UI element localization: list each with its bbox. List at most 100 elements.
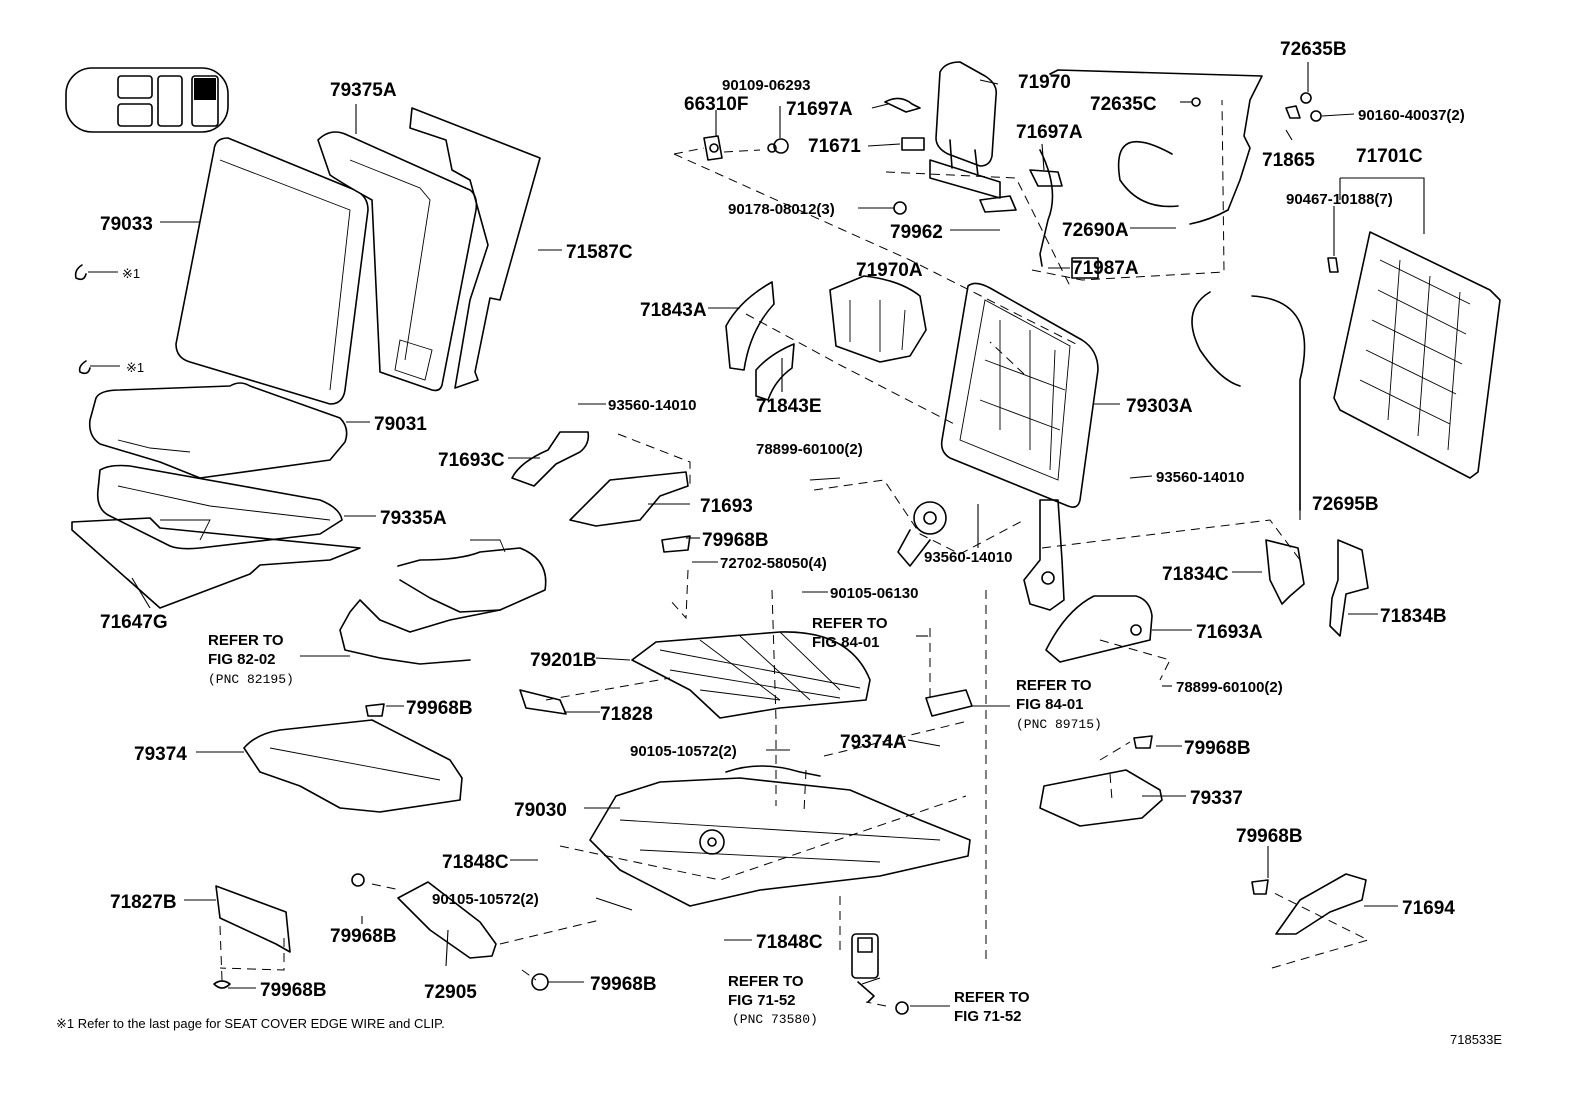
label-93560-14010-3: 93560-14010 [924, 549, 1012, 566]
seat-back-board [1333, 231, 1501, 479]
clip-66310f [703, 135, 723, 161]
ref-fig71-52-a-line1: REFER TO [728, 973, 804, 990]
ref-fig71-52-a-line2: FIG 71-52 [728, 992, 796, 1009]
label-71865: 71865 [1262, 150, 1315, 171]
label-71843A: 71843A [640, 300, 707, 321]
reference-callouts: REFER TO FIG 82-02 (PNC 82195) REFER TO … [208, 615, 1102, 1027]
label-72635C: 72635C [1090, 94, 1157, 115]
label-star1a: ※1 [122, 266, 140, 281]
release-cable [1039, 69, 1306, 511]
label-79201B: 79201B [530, 650, 597, 671]
label-71694: 71694 [1402, 898, 1455, 919]
label-79374A: 79374A [840, 732, 907, 753]
cable-bracket-71865 [1285, 105, 1301, 119]
label-71587C: 71587C [566, 242, 633, 263]
label-71693C: 71693C [438, 450, 505, 471]
label-star1b: ※1 [126, 360, 144, 375]
bolt-icon-buckle [895, 1001, 909, 1015]
label-72702-58050: 72702-58050(4) [720, 555, 827, 572]
label-71848C-1: 71848C [442, 852, 509, 873]
seat-cushion-shield [243, 719, 463, 813]
label-72695B: 72695B [1312, 494, 1379, 515]
hinge-cover-c [511, 431, 590, 487]
label-93560-14010-2: 93560-14010 [1156, 469, 1244, 486]
seat-back-cover [175, 137, 369, 405]
hinge-cover-a [1045, 595, 1153, 663]
seat-adjuster-frame [631, 631, 871, 719]
label-90109-06293: 90109-06293 [722, 77, 810, 94]
label-93560-14010-1: 93560-14010 [608, 397, 696, 414]
recliner-assembly [897, 499, 1065, 611]
label-79030: 79030 [514, 800, 567, 821]
label-90178-08012: 90178-08012(3) [728, 201, 835, 218]
ref-fig84-01-b-pnc: (PNC 89715) [1016, 717, 1102, 732]
seat-cushion-pad [96, 464, 343, 550]
label-71701C: 71701C [1356, 146, 1423, 167]
seat-lower-frame [589, 765, 971, 907]
label-66310F: 66310F [684, 94, 748, 115]
label-78899-60100-2: 78899-60100(2) [1176, 679, 1283, 696]
leader-lines [88, 62, 1425, 1007]
label-72635B: 72635B [1280, 39, 1347, 60]
side-cover-c [1265, 539, 1305, 605]
ref-fig82-02-pnc: (PNC 82195) [208, 672, 294, 687]
ref-fig84-01-a-line2: FIG 84-01 [812, 634, 880, 651]
edge-wire-clip-icon [74, 264, 91, 375]
label-71647G: 71647G [100, 612, 168, 633]
label-72905: 72905 [424, 982, 477, 1003]
ref-fig71-52-b-line1: REFER TO [954, 989, 1030, 1006]
label-71834C: 71834C [1162, 564, 1229, 585]
label-71970: 71970 [1018, 72, 1071, 93]
label-90105-10572-1: 90105-10572(2) [630, 743, 737, 760]
seat-back-heater [409, 107, 541, 389]
label-90105-06130: 90105-06130 [830, 585, 918, 602]
label-79337: 79337 [1190, 788, 1243, 809]
clip-90467 [1327, 257, 1339, 273]
ref-fig82-02-line2: FIG 82-02 [208, 651, 276, 668]
label-78899-60100-1: 78899-60100(2) [756, 441, 863, 458]
label-71693: 71693 [700, 496, 753, 517]
headrest-support-clip [884, 97, 921, 113]
label-90467-10188: 90467-10188(7) [1286, 191, 1393, 208]
label-71834B: 71834B [1380, 606, 1447, 627]
label-79335A: 79335A [380, 508, 447, 529]
pad-71671 [901, 137, 925, 151]
seat-position-icon [65, 67, 229, 133]
ref-fig71-52-a-pnc: (PNC 73580) [732, 1012, 818, 1027]
ref-fig84-01-b-line1: REFER TO [1016, 677, 1092, 694]
label-79375A: 79375A [330, 80, 397, 101]
label-79968B-3: 79968B [1184, 738, 1251, 759]
back-frame-cover-e [755, 343, 795, 401]
label-79968B-5: 79968B [330, 926, 397, 947]
label-79374: 79374 [134, 744, 187, 765]
label-79968B-2: 79968B [406, 698, 473, 719]
part-labels: 79375A 79033 71587C ※1 ※1 79031 79335A 7… [100, 39, 1465, 1003]
ref-fig84-01-b-line2: FIG 84-01 [1016, 696, 1084, 713]
cover-71827b [215, 885, 291, 953]
bracket-72905 [397, 881, 497, 959]
back-frame-cover-a [725, 281, 775, 371]
label-71697A-1: 71697A [786, 99, 853, 120]
label-90160-40037: 90160-40037(2) [1358, 107, 1465, 124]
label-71970A: 71970A [856, 260, 923, 281]
label-79968B-7: 79968B [260, 980, 327, 1001]
assembly-dashed-lines [219, 99, 1370, 1007]
bracket-71828 [519, 689, 567, 715]
label-71843E: 71843E [756, 396, 822, 417]
seat-back-frame [940, 257, 1099, 508]
label-71671: 71671 [808, 136, 861, 157]
label-71848C-2: 71848C [756, 932, 823, 953]
seat-belt-buckle [851, 933, 879, 1003]
label-79031: 79031 [374, 414, 427, 435]
label-79962: 79962 [890, 222, 943, 243]
label-71827B: 71827B [110, 892, 177, 913]
ref-fig82-02-line1: REFER TO [208, 632, 284, 649]
label-71697A-2: 71697A [1016, 122, 1083, 143]
hinge-cover [569, 471, 689, 527]
label-71987A: 71987A [1072, 258, 1139, 279]
seat-cushion-cover [88, 382, 348, 479]
cover-71694 [1275, 873, 1367, 935]
seat-cushion-heater [71, 517, 361, 609]
label-79968B-6: 79968B [590, 974, 657, 995]
